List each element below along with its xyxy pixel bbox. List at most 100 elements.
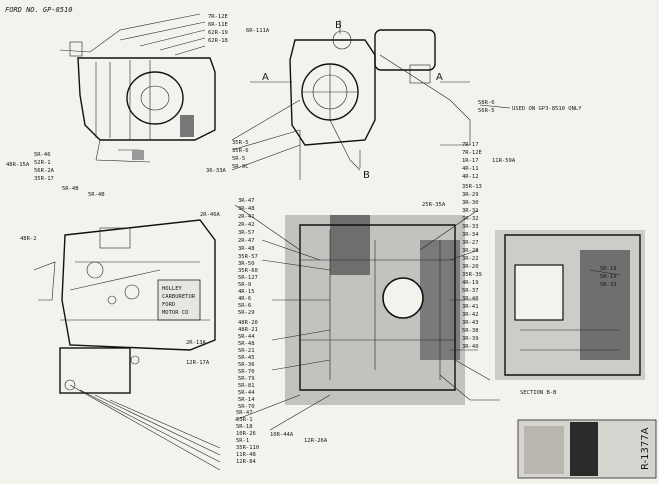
part-label: 62R-19: [208, 30, 228, 36]
part-label: 52R-1: [34, 160, 51, 166]
part-label: 35R-17: [34, 176, 54, 182]
part-label: 5R-21: [238, 348, 255, 354]
part-label: 5R-127: [238, 275, 258, 281]
part-label: 5R-44: [238, 390, 255, 396]
note-used-on: USED ON GP3-8510 ONLY: [512, 106, 582, 112]
part-label: 5R-81: [238, 383, 255, 389]
part-label: 3R-32: [462, 216, 479, 222]
part-label: 3R-50: [238, 261, 255, 267]
drawing-title: FORD NO. GP-8510: [5, 6, 72, 14]
part-label: 5R-36: [238, 362, 255, 368]
part-label: 36-33A: [206, 168, 227, 174]
part-label: 5R-19: [600, 274, 617, 280]
part-label: 5R-14: [238, 397, 255, 403]
part-label: 35R-5: [232, 140, 249, 146]
labels-right-col: 25R-35A 35R-13 3R-29 3R-30 3R-31 3R-32 3…: [422, 184, 482, 350]
part-label: 3R-33: [462, 224, 479, 230]
title-block: [517, 419, 657, 479]
part-label: 12R-17A: [186, 360, 210, 366]
part-label: 35R-110: [236, 445, 259, 451]
part-label: 5R-9: [238, 282, 251, 288]
part-label: 35R-57: [238, 254, 258, 260]
part-label: 5R-29: [238, 310, 255, 316]
part-label: 3R-57: [238, 230, 255, 236]
part-label: 48R-2: [20, 236, 37, 242]
section-mark-b-bottom: B: [363, 170, 370, 181]
part-label: 5R-45: [238, 355, 255, 361]
part-label: 5R-48: [238, 341, 255, 347]
section-mark-a-right: A: [436, 72, 443, 83]
part-label: 3R-28: [462, 248, 479, 254]
labels-center-block: 3R-47 3R-48 2R-41 2R-42 3R-57 2R-47 3R-4…: [200, 198, 255, 252]
section-label: SECTION B-B: [520, 390, 557, 396]
part-label: 3R-39: [462, 336, 479, 342]
part-label: 5R-33: [600, 282, 617, 288]
labels-ref: 58R-6 56R-5: [478, 100, 495, 114]
part-label: 3R-34: [462, 232, 479, 238]
top-right-front-view: [250, 20, 471, 180]
labels-left-mid: 5R-4B 48R-15A 5R-46 52R-1 56R-2A 35R-17: [6, 152, 79, 192]
part-label: 6R-11E: [208, 22, 228, 28]
labels-bottom-left: 5R-47 53R-1 5R-18 10R-26 5R-1 35R-110 11…: [236, 410, 259, 465]
part-label: 4R-19: [462, 280, 479, 286]
part-label: 3R-30: [462, 200, 479, 206]
section-mark-b-top: B: [335, 20, 342, 31]
part-label: 3R-41: [462, 304, 479, 310]
leader-lines: [231, 99, 621, 431]
part-label: 3R-42: [462, 312, 479, 318]
part-label: 35R-6: [232, 148, 249, 154]
center-section-view: [285, 215, 465, 405]
part-label: 4R-11: [462, 166, 479, 172]
part-label: 53R-1: [236, 417, 253, 423]
labels-mid-right: 7R-17 7R-12E 1R-17 11R-59A 4R-11 4R-12: [462, 142, 516, 180]
part-label: 3R-40: [462, 344, 479, 350]
part-label: 4R-6: [238, 296, 251, 302]
part-label: 2R-47: [238, 238, 255, 244]
part-label: 58R-6: [478, 100, 495, 106]
labels-center-col: 35R-57 3R-50 35R-60 5R-127 5R-9 4R-15 4R…: [238, 254, 258, 316]
part-label: 10R-44A: [270, 432, 294, 438]
top-left-side-view: [59, 13, 216, 163]
part-label: 1R-17: [462, 158, 479, 164]
labels-top: 7R-12E 6R-11E 62R-19 62R-18 6R-111A: [208, 14, 270, 44]
part-label: 5R-70: [238, 369, 255, 375]
part-label: 10R-26: [236, 431, 256, 437]
part-label: 2R-46A: [200, 212, 221, 218]
part-label: 3R-43: [462, 320, 479, 326]
part-label: 35R-13: [462, 184, 482, 190]
brand-plate-line-3: FORD: [162, 302, 175, 308]
part-label: 5R-38: [462, 328, 479, 334]
part-label: 7R-12E: [462, 150, 482, 156]
part-label: 35R-39: [462, 272, 482, 278]
section-b-b-view: [495, 230, 645, 380]
part-label: 3R-20: [462, 264, 479, 270]
brand-plate-line-2: CARBURETOR: [162, 294, 196, 300]
part-label: 5R-46: [34, 152, 51, 158]
part-label: 12R-26A: [304, 438, 328, 444]
part-label: 5R-4B: [62, 186, 79, 192]
part-label: 3R-48: [238, 246, 255, 252]
part-label: 62R-18: [208, 38, 228, 44]
part-label: 56R-5: [478, 108, 495, 114]
part-label: 3R-22: [462, 256, 479, 262]
part-label: 5R-18: [600, 266, 617, 272]
lower-left-assembly: [33, 219, 221, 471]
section-mark-a-left: A: [262, 72, 269, 83]
part-label: 5R-4B: [88, 192, 105, 198]
part-label: 5R-1: [236, 438, 249, 444]
part-label: 5R-37: [462, 288, 479, 294]
labels-center-top: 35R-5 35R-6 5R-5 5R-9C 36-33A: [206, 140, 249, 174]
brand-plate-line-4: MOTOR CO: [162, 310, 189, 316]
part-label: 3R-29: [462, 192, 479, 198]
part-label: 3R-47: [238, 198, 255, 204]
part-label: 3R-27: [462, 240, 479, 246]
part-label: 6R-111A: [246, 28, 270, 34]
part-label: 12R-84: [236, 459, 257, 465]
doc-number: R-1377A: [640, 427, 651, 470]
part-label: 11R-59A: [492, 158, 516, 164]
labels-far-right: 5R-18 5R-19 5R-33: [600, 266, 617, 288]
part-label: 11R-48: [236, 452, 256, 458]
part-label: 3R-40: [462, 296, 479, 302]
part-label: 25R-35A: [422, 202, 446, 208]
